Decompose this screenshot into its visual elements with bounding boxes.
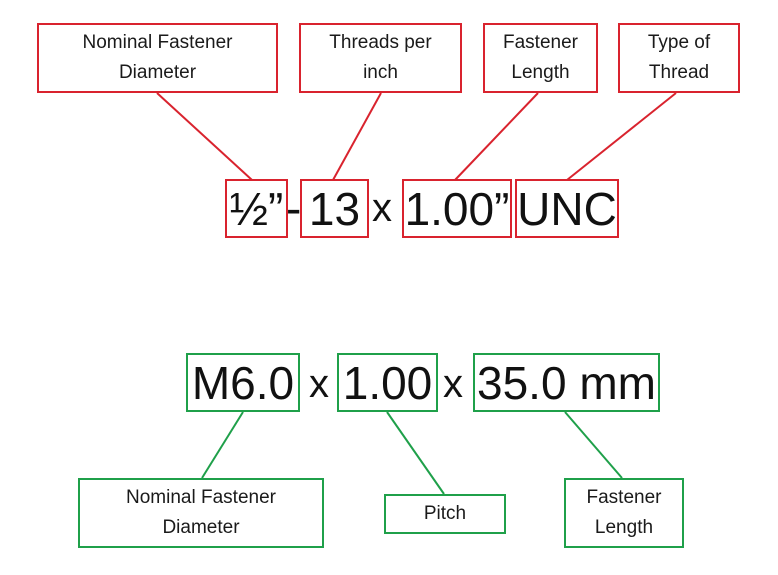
label-nominal-diameter-imperial: Nominal Fastener Diameter [37, 23, 278, 93]
label-text: Type of Thread [647, 32, 711, 83]
connector-imperial-length [454, 92, 539, 181]
label-text: Fastener Length [586, 487, 662, 538]
token-threads-per-inch: 13 [300, 179, 369, 238]
label-text: Nominal Fastener Diameter [82, 32, 233, 83]
label-fastener-length-metric: Fastener Length [564, 478, 684, 548]
token-pitch: 1.00 [337, 353, 438, 412]
token-imperial-diameter: ½” [225, 179, 288, 238]
label-threads-per-inch: Threads per inch [299, 23, 462, 93]
connector-imperial-diameter [156, 92, 253, 181]
token-times-2: x [443, 362, 463, 406]
label-fastener-length-imperial: Fastener Length [483, 23, 598, 93]
token-imperial-length: 1.00” [402, 179, 512, 238]
token-times: x [372, 186, 392, 230]
token-metric-length: 35.0 mm [473, 353, 660, 412]
connector-imperial-tpi [332, 92, 382, 181]
label-text: Threads per inch [329, 32, 432, 83]
connector-metric-diameter [201, 411, 244, 479]
label-text: Pitch [423, 503, 467, 524]
label-type-of-thread: Type of Thread [618, 23, 740, 93]
token-thread-type: UNC [515, 179, 619, 238]
label-pitch: Pitch [384, 494, 506, 534]
connector-imperial-thread [566, 92, 677, 181]
token-metric-diameter: M6.0 [186, 353, 300, 412]
connector-metric-length [564, 411, 623, 479]
label-text: Fastener Length [503, 32, 578, 83]
label-text: Nominal Fastener Diameter [126, 487, 276, 538]
token-times-1: x [309, 362, 329, 406]
connector-metric-pitch [386, 411, 445, 495]
token-dash: - [286, 182, 302, 234]
label-nominal-diameter-metric: Nominal Fastener Diameter [78, 478, 324, 548]
